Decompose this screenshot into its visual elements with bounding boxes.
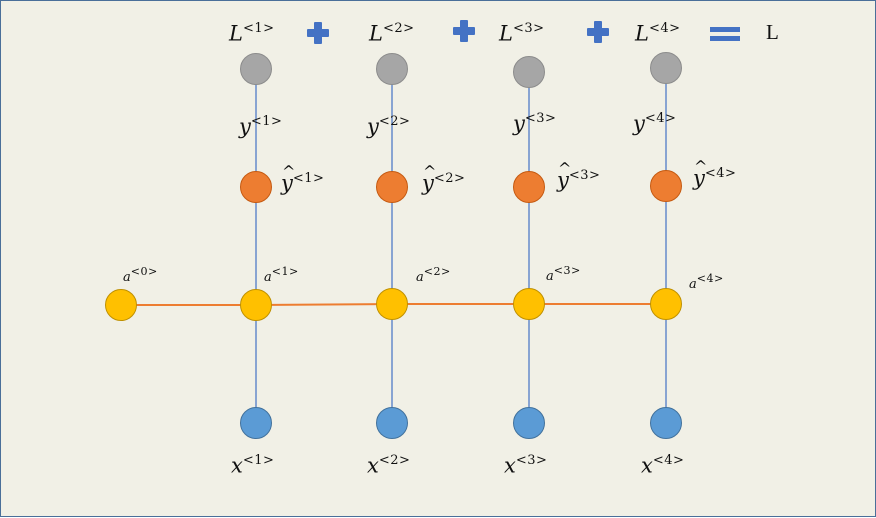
input-label-1: x<1> (231, 453, 275, 478)
plus-icon (307, 22, 329, 44)
plus-icon (453, 20, 475, 42)
target-label-4: y<4> (633, 111, 677, 136)
equals-icon (710, 27, 740, 43)
prediction-label-3: y<3> (557, 159, 600, 192)
activation-node-1 (240, 289, 272, 321)
activation-label-2: a<2> (416, 265, 451, 286)
activation-label-1: a<1> (264, 265, 299, 286)
target-label-3: y<3> (513, 111, 557, 136)
prediction-node-3 (513, 171, 545, 203)
total-loss-label: L (766, 20, 779, 44)
activation-node-3 (513, 288, 545, 320)
activation-label-3: a<3> (546, 264, 581, 285)
prediction-node-1 (240, 171, 272, 203)
activation-label-4: a<4> (689, 272, 724, 293)
plus-icon (587, 21, 609, 43)
input-node-3 (513, 407, 545, 439)
loss-label-4: L<4> (635, 21, 681, 46)
prediction-label-2: y<2> (422, 162, 465, 195)
input-node-1 (240, 407, 272, 439)
loss-label-2: L<2> (369, 21, 415, 46)
input-node-4 (650, 407, 682, 439)
prediction-node-2 (376, 171, 408, 203)
prediction-node-4 (650, 170, 682, 202)
loss-label-3: L<3> (499, 21, 545, 46)
target-label-1: y<1> (239, 114, 283, 139)
prediction-label-4: y<4> (693, 157, 736, 190)
input-label-4: x<4> (641, 453, 685, 478)
loss-node-2 (376, 53, 408, 85)
activation-label-0: a<0> (123, 265, 158, 286)
activation-node-2 (376, 288, 408, 320)
activation-node-0 (105, 289, 137, 321)
loss-node-1 (240, 53, 272, 85)
input-label-2: x<2> (367, 453, 411, 478)
prediction-label-1: y<1> (281, 162, 324, 195)
input-node-2 (376, 407, 408, 439)
activation-node-4 (650, 288, 682, 320)
target-label-2: y<2> (367, 114, 411, 139)
input-label-3: x<3> (504, 453, 548, 478)
loss-node-3 (513, 56, 545, 88)
loss-node-4 (650, 52, 682, 84)
recurrent-edge-1-2 (255, 303, 393, 306)
loss-label-1: L<1> (229, 21, 275, 46)
